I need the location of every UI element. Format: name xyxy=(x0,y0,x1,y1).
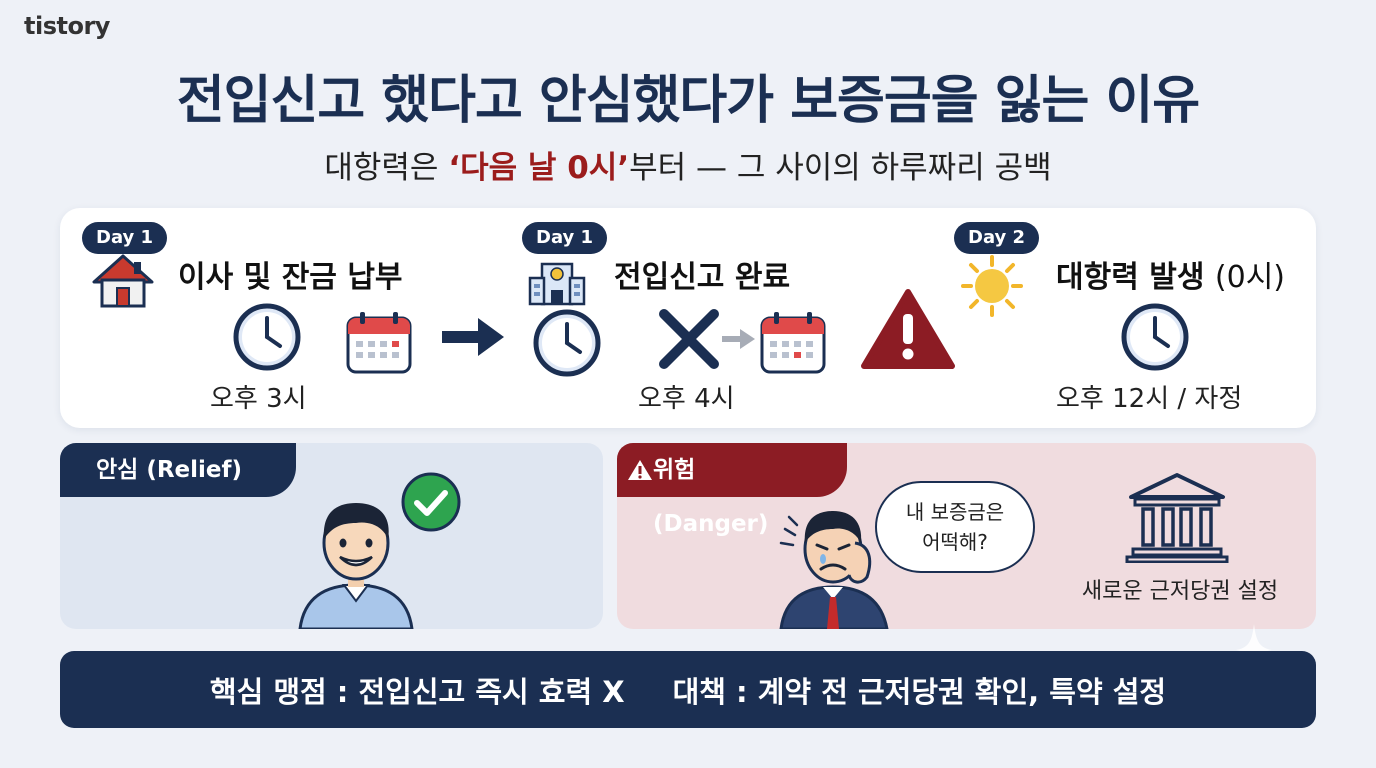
step2-badge: Day 1 xyxy=(522,222,608,254)
subtitle-suffix: 부터 — 그 사이의 하루짜리 공백 xyxy=(629,150,1052,186)
step3-title: 대항력 발생 (0시) xyxy=(1056,252,1285,296)
subtitle-highlight: ‘다음 날 0시’ xyxy=(448,150,630,186)
relief-tab: 안심 (Relief) xyxy=(60,443,296,497)
check-icon xyxy=(401,472,461,532)
calendar-icon xyxy=(760,312,826,374)
step3-title-main: 대항력 발생 xyxy=(1056,260,1205,295)
timeline-card: Day 1 이사 및 잔금 납부 오후 3시 Day 1 xyxy=(60,208,1316,428)
relief-panel: 안심 (Relief) xyxy=(60,443,603,629)
brand-logo: tistory xyxy=(24,12,110,40)
clock-icon xyxy=(233,303,301,371)
cross-icon xyxy=(659,309,719,369)
page-subtitle: 대항력은 ‘다음 날 0시’부터 — 그 사이의 하루짜리 공백 xyxy=(0,142,1376,187)
happy-person-icon xyxy=(298,503,414,629)
sparkle-icon xyxy=(1236,624,1272,676)
worried-person-icon xyxy=(779,511,889,629)
danger-tab-label: 위험 (Danger) xyxy=(653,457,769,537)
subtitle-prefix: 대항력은 xyxy=(324,150,449,186)
danger-tab: 위험 (Danger) xyxy=(617,443,847,537)
bubble-line-2: 어떡해? xyxy=(922,530,988,554)
small-arrow-icon xyxy=(722,329,755,349)
warning-small-icon xyxy=(628,460,652,480)
step3-time: 오후 12시 / 자정 xyxy=(1056,384,1243,414)
step3-badge: Day 2 xyxy=(954,222,1040,254)
step1-badge: Day 1 xyxy=(82,222,168,254)
speech-bubble: 내 보증금은 어떡해? xyxy=(875,481,1035,573)
step1-title: 이사 및 잔금 납부 xyxy=(178,260,403,295)
bank-icon xyxy=(1125,473,1229,563)
step2-title: 전입신고 완료 xyxy=(614,260,791,295)
sun-icon xyxy=(961,255,1023,317)
page-title: 전입신고 했다고 안심했다가 보증금을 잃는 이유 xyxy=(176,71,1200,131)
step2-time: 오후 4시 xyxy=(638,384,735,414)
summary-blindspot: 핵심 맹점 : 전입신고 즉시 효력 X xyxy=(209,674,625,709)
step3-title-note: (0시) xyxy=(1214,260,1286,295)
calendar-icon xyxy=(346,312,412,374)
danger-panel: 위험 (Danger) 내 보증금은 어떡해? 새로운 근저당권 설정 xyxy=(617,443,1316,629)
house-icon xyxy=(92,254,154,308)
summary-bar: 핵심 맹점 : 전입신고 즉시 효력 X 대책 : 계약 전 근저당권 확인, … xyxy=(60,651,1316,728)
summary-solution: 대책 : 계약 전 근저당권 확인, 특약 설정 xyxy=(672,674,1167,709)
clock-icon xyxy=(533,309,601,377)
arrow-right-icon xyxy=(442,318,504,356)
warning-icon xyxy=(861,289,955,369)
step1-time: 오후 3시 xyxy=(210,384,307,414)
clock-icon xyxy=(1121,303,1189,371)
bubble-line-1: 내 보증금은 xyxy=(905,500,1005,524)
government-office-icon xyxy=(528,262,586,306)
bank-label: 새로운 근저당권 설정 xyxy=(1081,579,1279,604)
